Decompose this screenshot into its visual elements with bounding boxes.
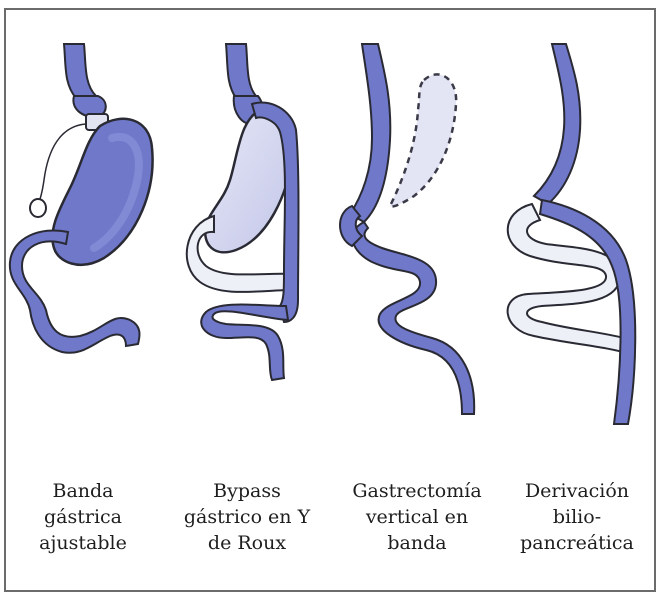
- common-channel: [201, 305, 288, 381]
- label-line: Gastrectomía: [342, 478, 492, 504]
- adjustable-gastric-band-illustration: [10, 44, 153, 353]
- label-line: pancreática: [502, 530, 652, 556]
- biliopancreatic-diversion-illustration: [508, 44, 636, 424]
- alimentary-limb: [540, 200, 635, 424]
- label-line: Bypass: [172, 478, 322, 504]
- label-line: de Roux: [172, 530, 322, 556]
- label-line: bilio-: [502, 504, 652, 530]
- esophagus: [226, 44, 256, 98]
- label-line: Banda: [8, 478, 158, 504]
- removed-stomach-outline: [390, 74, 456, 206]
- label-line: gástrico en Y: [172, 504, 322, 530]
- label-adjustable-gastric-band: Banda gástrica ajustable: [8, 478, 158, 556]
- small-intestine: [352, 222, 474, 414]
- label-roux-en-y-bypass: Bypass gástrico en Y de Roux: [172, 478, 322, 556]
- label-line: gástrica: [8, 504, 158, 530]
- sleeve-stomach: [350, 44, 390, 222]
- label-line: vertical en: [342, 504, 492, 530]
- esophagus: [534, 44, 580, 204]
- label-biliopancreatic-diversion: Derivación bilio- pancreática: [502, 478, 652, 556]
- roux-en-y-bypass-illustration: [187, 44, 299, 380]
- sleeve-gastrectomy-illustration: [340, 44, 474, 414]
- biliopancreatic-limb: [508, 204, 632, 354]
- label-sleeve-gastrectomy: Gastrectomía vertical en banda: [342, 478, 492, 556]
- label-line: ajustable: [8, 530, 158, 556]
- label-line: banda: [342, 530, 492, 556]
- access-port: [30, 199, 46, 217]
- esophagus: [64, 44, 96, 98]
- label-line: Derivación: [502, 478, 652, 504]
